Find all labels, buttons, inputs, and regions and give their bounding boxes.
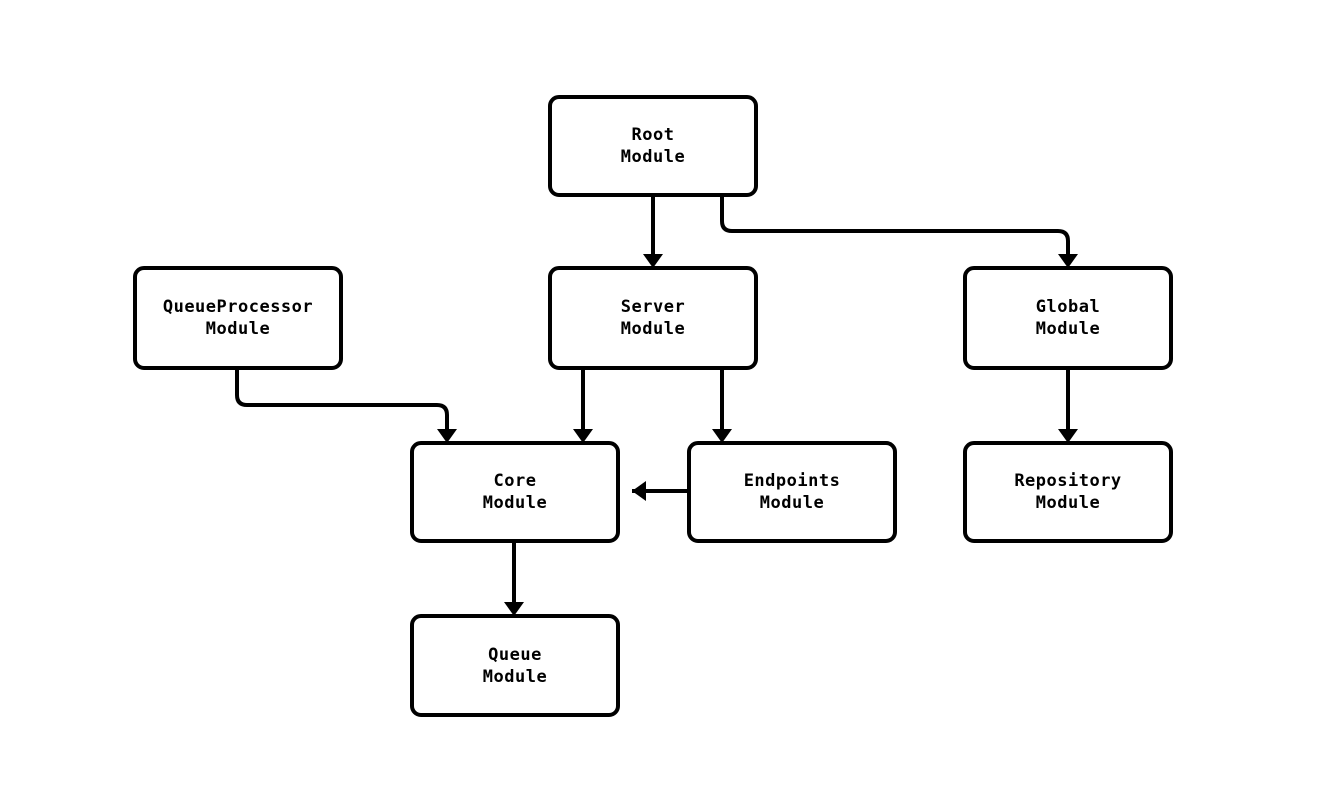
arrowhead-queueprocessor-core [437,429,457,443]
edge-queueprocessor-core [235,370,449,429]
arrowhead-root-global [1058,254,1078,268]
edges-group [235,197,1070,602]
node-endpoints-name: Endpoints [743,471,841,491]
node-server-name: Server [620,297,686,317]
node-queue-name: Queue [488,644,542,665]
arrowhead-server-endpoints [712,429,732,443]
node-endpoints-kind: Module [759,493,825,513]
arrowhead-root-server [643,254,663,268]
node-queue-kind: Module [482,666,548,687]
node-global-name: Global [1035,297,1101,317]
arrowhead-endpoints-core [632,481,646,501]
node-repository-name: Repository [1014,471,1122,491]
node-repository-kind: Module [1035,493,1101,513]
node-queueprocessor-name: QueueProcessor [162,297,314,317]
node-core-name: Core [493,471,537,491]
node-root-kind: Module [620,147,686,167]
node-core-kind: Module [482,493,548,513]
node-global-kind: Module [1035,319,1101,339]
node-root-name: Root [631,125,675,145]
arrowhead-global-repository [1058,429,1078,443]
arrowhead-core-queue [504,602,524,616]
arrowheads-group [437,254,1078,616]
arrowhead-server-core [573,429,593,443]
edge-root-global [720,197,1070,254]
node-server-kind: Module [620,319,686,339]
node-queueprocessor-kind: Module [205,319,271,339]
